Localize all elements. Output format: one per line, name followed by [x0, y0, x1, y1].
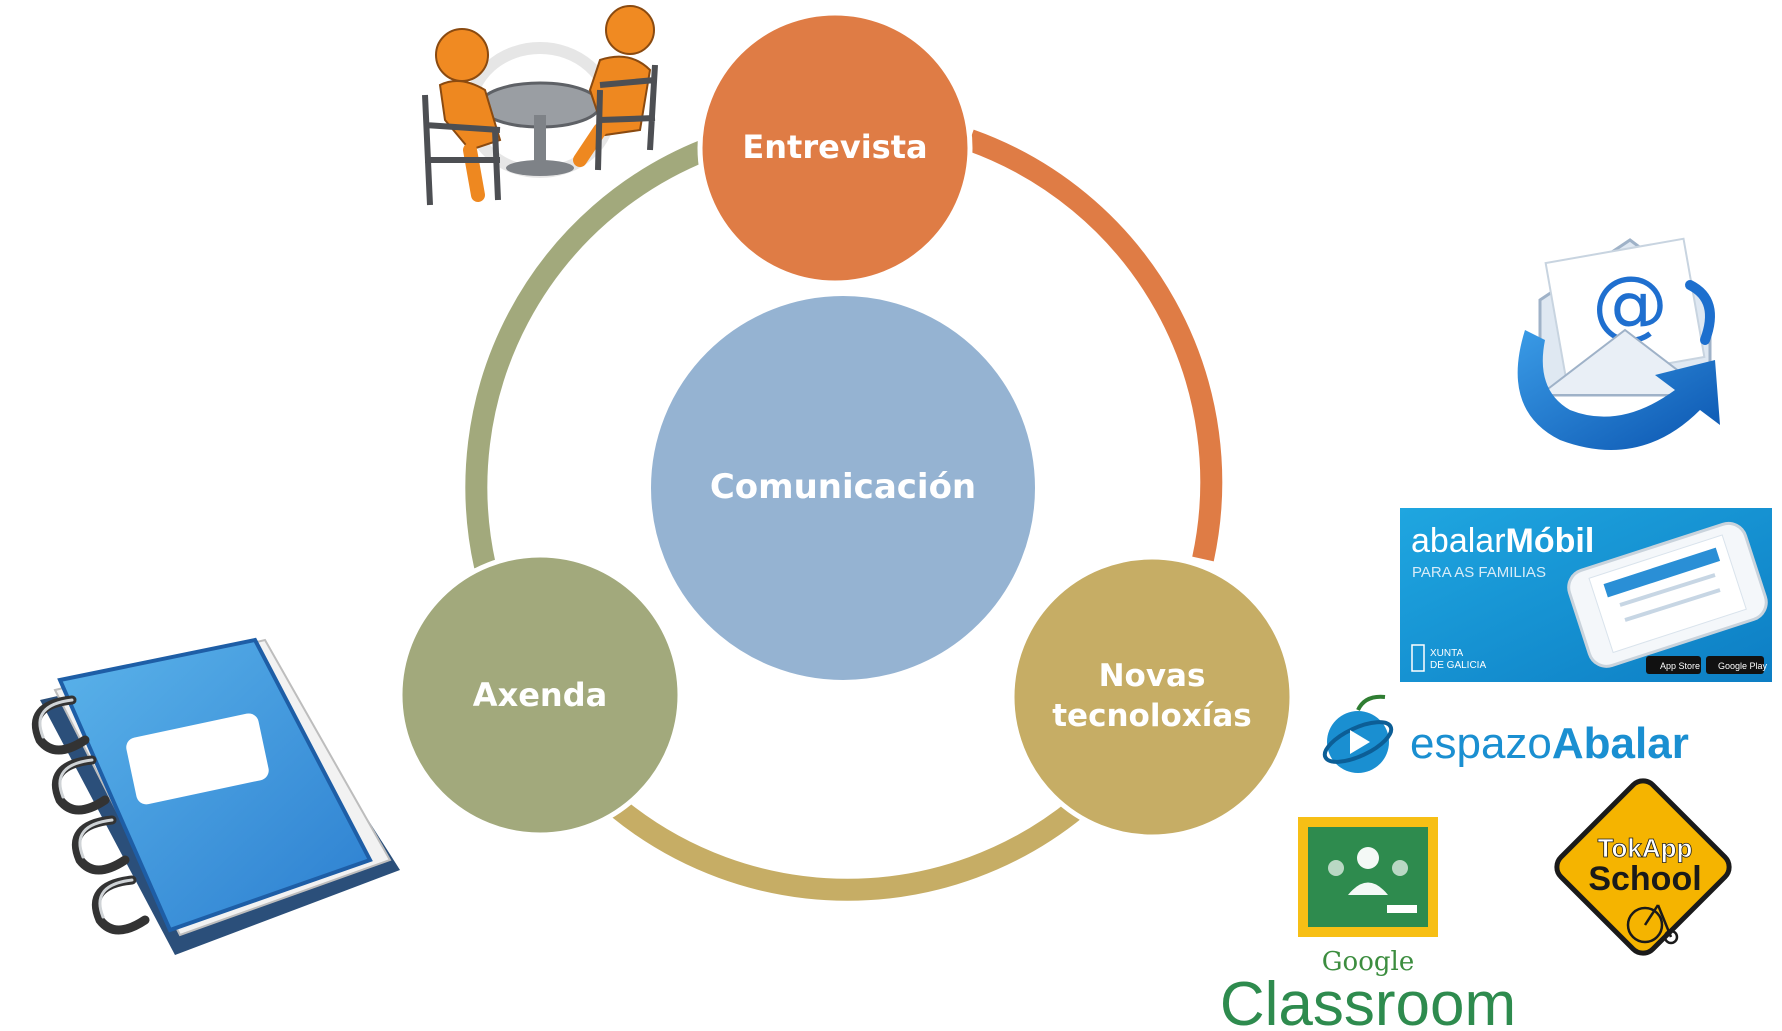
tokapp-line1: TokApp	[1598, 833, 1693, 863]
abalar-mobil-banner: abalarMóbil PARA AS FAMILIAS XUNTA DE GA…	[1400, 508, 1772, 682]
node-axenda-label: Axenda	[473, 676, 607, 714]
meeting-icon	[422, 5, 658, 206]
center-node: Comunicación	[647, 292, 1039, 684]
xunta-line1: XUNTA	[1430, 648, 1463, 659]
tokapp-school-logo: TokApp School	[1554, 778, 1732, 956]
app-store-badge	[1646, 656, 1701, 674]
node-novas-tecnoloxias: Novas tecnoloxías	[1009, 554, 1295, 840]
node-entrevista-label: Entrevista	[742, 128, 927, 166]
node-novas-label-line2: tecnoloxías	[1052, 698, 1252, 734]
espazo-abalar-logo: espazoAbalar	[1322, 694, 1689, 773]
node-axenda: Axenda	[397, 552, 683, 838]
email-icon: @	[1517, 237, 1720, 450]
classroom-text: Classroom	[1220, 970, 1516, 1031]
notebook-icon	[31, 637, 400, 955]
abalar-mobil-brand-bold: Móbil	[1506, 522, 1595, 560]
ring-arcs	[465, 129, 1223, 901]
svg-text:abalarMóbil: abalarMóbil	[1411, 522, 1594, 560]
phone-icon	[1567, 521, 1768, 668]
arc-entrevista-novas	[966, 129, 1223, 562]
node-novas-label-line1: Novas	[1099, 658, 1206, 694]
app-store-label: App Store	[1660, 661, 1700, 671]
node-entrevista: Entrevista	[697, 10, 973, 286]
google-play-badge	[1706, 656, 1764, 674]
bicycle-icon	[1626, 904, 1679, 945]
google-play-label: Google Play	[1718, 661, 1768, 671]
notebook-label	[126, 713, 269, 805]
google-classroom-logo: Google Classroom	[1220, 817, 1516, 1031]
svg-text:espazoAbalar: espazoAbalar	[1410, 719, 1689, 768]
espazo-bold: Abalar	[1552, 719, 1689, 768]
tokapp-line2: School	[1588, 860, 1701, 898]
center-label: Comunicación	[710, 467, 976, 507]
classroom-people-icon	[1328, 847, 1408, 895]
arc-axenda-entrevista	[465, 139, 710, 569]
xunta-line2: DE GALICIA	[1430, 660, 1486, 671]
espazo-light: espazo	[1410, 719, 1552, 768]
globe-icon	[1322, 694, 1394, 773]
classroom-google-text: Google	[1322, 947, 1414, 977]
abalar-mobil-brand-light: abalar	[1411, 522, 1506, 560]
abalar-mobil-subtitle: PARA AS FAMILIAS	[1412, 564, 1546, 581]
arc-novas-axenda	[611, 799, 1084, 901]
